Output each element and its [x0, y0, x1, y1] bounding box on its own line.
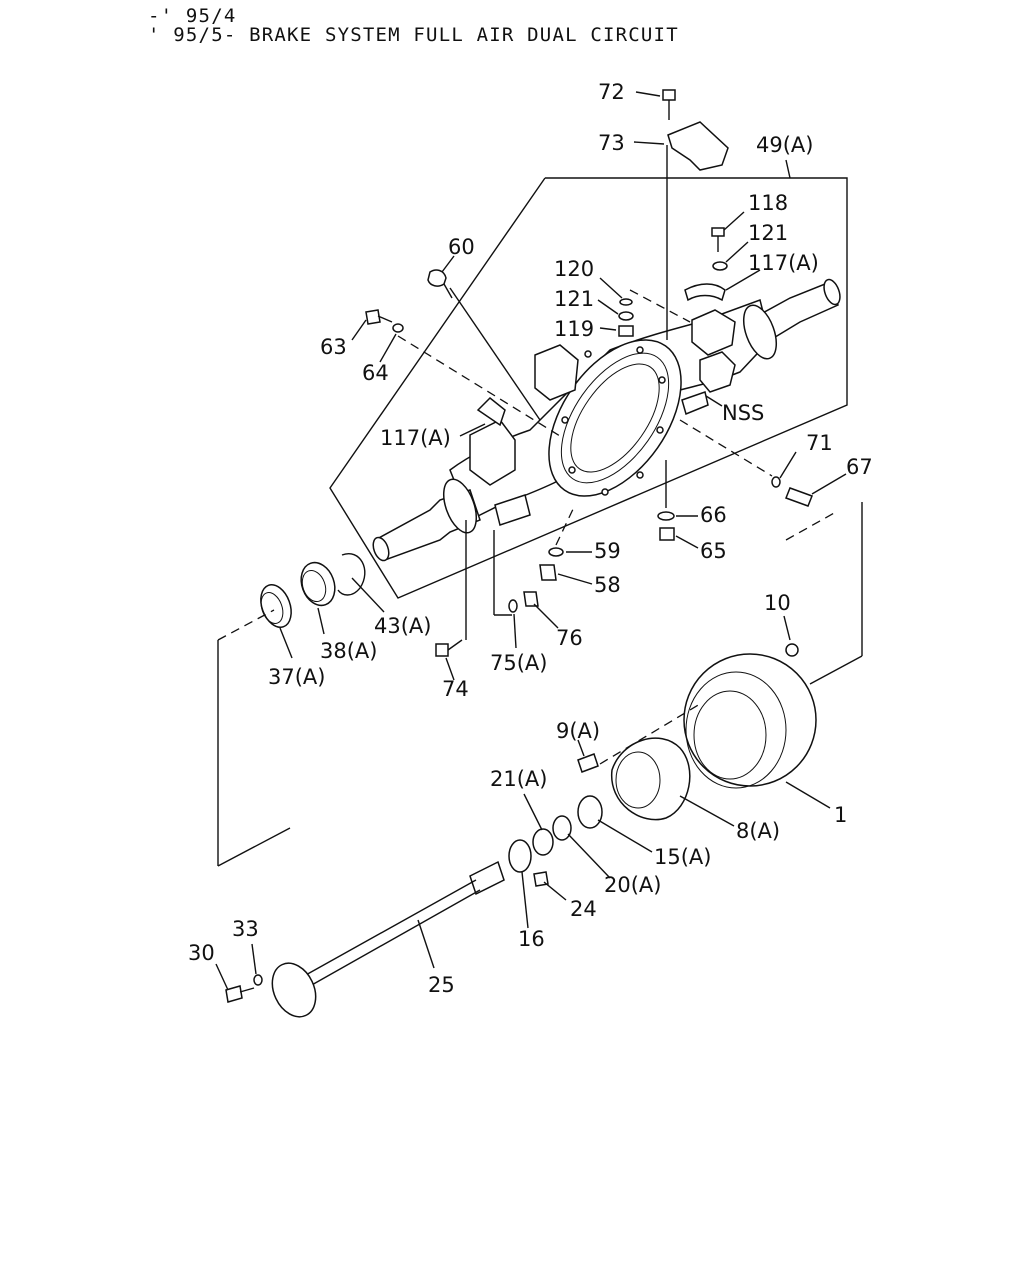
callout-37a: 37(A)	[268, 665, 325, 689]
callout-21a: 21(A)	[490, 767, 547, 791]
diagram-title-line-1: -' 95/4	[148, 5, 237, 27]
callout-33: 33	[232, 917, 259, 941]
callout-76: 76	[556, 626, 583, 650]
callout-43a: 43(A)	[374, 614, 431, 638]
callout-72: 72	[598, 80, 625, 104]
axle-shaft	[225, 860, 505, 1018]
housing-bolts	[435, 476, 813, 657]
callout-10: 10	[764, 591, 791, 615]
callout-71: 71	[806, 431, 833, 455]
callout-59: 59	[594, 539, 621, 563]
callout-117a-left: 117(A)	[380, 426, 451, 450]
leader-lines	[217, 287, 863, 867]
callout-25: 25	[428, 973, 455, 997]
right-axle-spindle	[742, 278, 841, 360]
callout-30: 30	[188, 941, 215, 965]
callout-1: 1	[834, 803, 847, 827]
callout-64: 64	[362, 361, 389, 385]
callout-74: 74	[442, 677, 469, 701]
callout-38a: 38(A)	[320, 639, 377, 663]
diagram-title-line-2: ' 95/5- BRAKE SYSTEM FULL AIR DUAL CIRCU…	[148, 24, 679, 46]
callout-63: 63	[320, 335, 347, 359]
callout-121-top: 121	[748, 221, 788, 245]
callout-16: 16	[518, 927, 545, 951]
callout-8a: 8(A)	[736, 819, 780, 843]
callout-20a: 20(A)	[604, 873, 661, 897]
callout-119: 119	[554, 317, 594, 341]
callout-49a: 49(A)	[756, 133, 813, 157]
callout-labels: 72 73 49(A) 118 121 117(A) 60 120 121 11…	[188, 80, 873, 997]
callout-75a: 75(A)	[490, 651, 547, 675]
callout-15a: 15(A)	[654, 845, 711, 869]
hub-assembly	[508, 737, 691, 887]
callout-67: 67	[846, 455, 873, 479]
callout-leaders	[215, 91, 847, 991]
callout-9a: 9(A)	[556, 719, 600, 743]
left-bearings	[260, 552, 366, 628]
callout-120: 120	[554, 257, 594, 281]
callout-nss: NSS	[722, 401, 764, 425]
left-axle-spindle	[372, 478, 481, 562]
axle-assembly-frame	[329, 159, 848, 599]
callout-58: 58	[594, 573, 621, 597]
callout-66: 66	[700, 503, 727, 527]
callout-73: 73	[598, 131, 625, 155]
callout-117a-right: 117(A)	[748, 251, 819, 275]
axle-housing	[449, 283, 771, 526]
callout-118: 118	[748, 191, 788, 215]
brake-drum	[683, 643, 817, 789]
upper-fasteners	[365, 89, 729, 340]
callout-65: 65	[700, 539, 727, 563]
callout-60: 60	[448, 235, 475, 259]
callout-24: 24	[570, 897, 597, 921]
callout-121-mid: 121	[554, 287, 594, 311]
